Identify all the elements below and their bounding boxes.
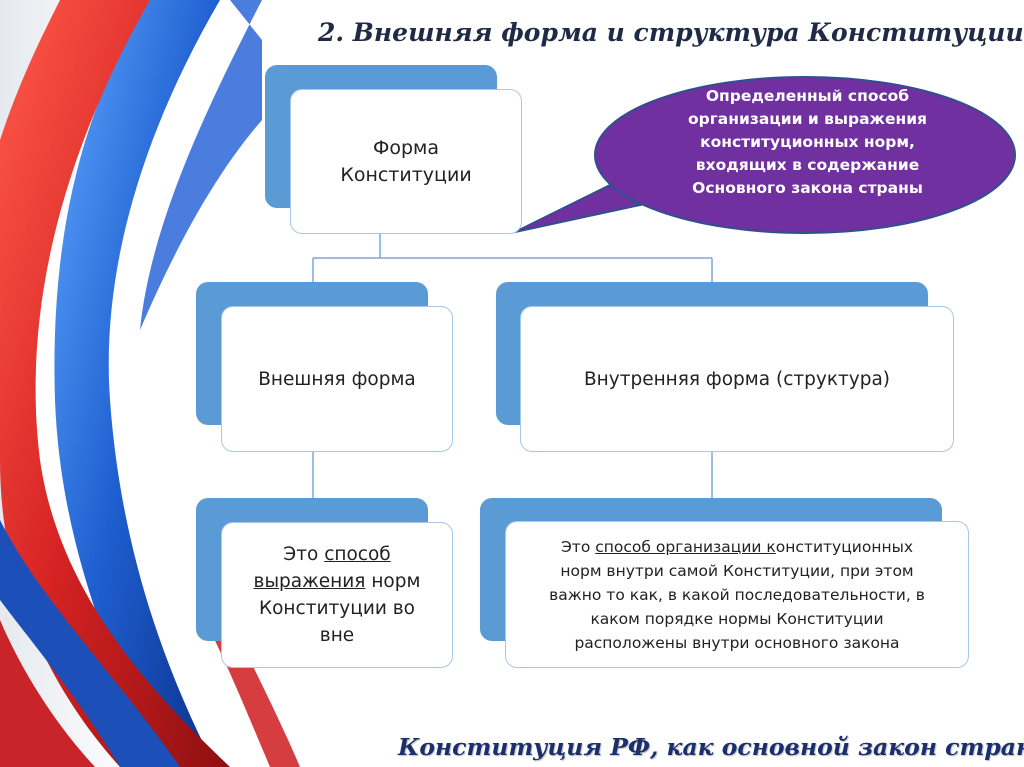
external-desc-line-4: вне	[254, 622, 421, 649]
slide-footer: Конституция РФ, как основной закон стран…	[398, 733, 1018, 761]
internal-form-description: Это способ организации конституционных н…	[505, 521, 969, 668]
external-form-node: Внешняя форма	[221, 306, 453, 452]
external-desc-line-2: выражения норм	[254, 568, 421, 595]
internal-form-label: Внутренняя форма (структура)	[584, 369, 890, 390]
external-desc-underlined-2: выражения	[254, 571, 366, 592]
internal-desc-pre: Это	[561, 538, 595, 556]
internal-desc-line-2: норм внутри самой Конституции, при этом	[549, 559, 925, 583]
external-form-description: Это способ выражения норм Конституции во…	[221, 522, 453, 668]
internal-form-node: Внутренняя форма (структура)	[520, 306, 954, 452]
internal-desc-underlined: способ организации к	[595, 538, 776, 556]
slide-title: 2. Внешняя форма и структура Конституции…	[318, 18, 1018, 47]
external-desc-line-3: Конституции во	[254, 595, 421, 622]
callout-text: Определенный способ организации и выраже…	[655, 85, 960, 200]
internal-desc-line-1: Это способ организации конституционных	[549, 535, 925, 559]
external-desc-post: норм	[365, 571, 420, 592]
external-desc-underlined-1: способ	[324, 544, 390, 565]
callout-line-5: Основного закона страны	[655, 177, 960, 200]
external-form-label: Внешняя форма	[258, 369, 416, 390]
external-desc-pre: Это	[283, 544, 324, 565]
external-desc-line-1: Это способ	[254, 541, 421, 568]
callout-line-4: входящих в содержание	[655, 154, 960, 177]
internal-desc-rest: онституционных	[776, 538, 913, 556]
callout-line-2: организации и выражения	[655, 108, 960, 131]
callout-line-1: Определенный способ	[655, 85, 960, 108]
root-node-line-2: Конституции	[340, 162, 471, 189]
root-node: Форма Конституции	[290, 89, 522, 234]
internal-desc-line-3: важно то как, в какой последовательности…	[549, 583, 925, 607]
root-node-line-1: Форма	[340, 135, 471, 162]
internal-desc-line-5: расположены внутри основного закона	[549, 631, 925, 655]
internal-desc-line-4: каком порядке нормы Конституции	[549, 607, 925, 631]
callout-line-3: конституционных норм,	[655, 131, 960, 154]
